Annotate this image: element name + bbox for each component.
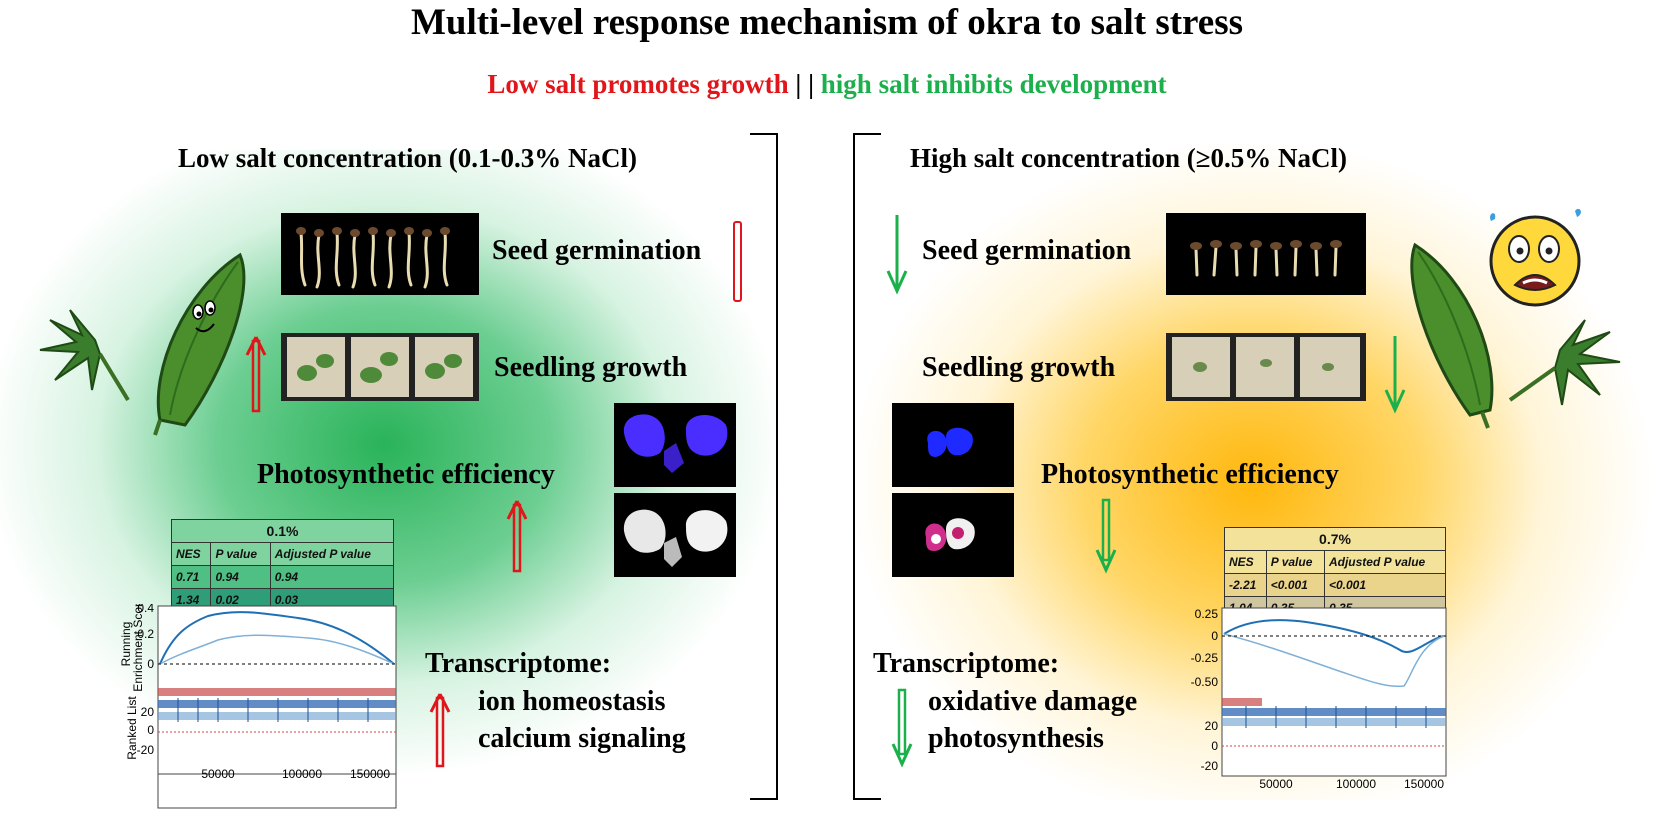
high-salt-heading: High salt concentration (≥0.5% NaCl) — [910, 143, 1348, 173]
seedling-decrease-arrow-icon — [1384, 336, 1406, 414]
gsea-plot-low: 0.4 0.2 0 20 0 -20 Running Enrichment Sc… — [119, 604, 397, 809]
x-tick-label: 50000 — [201, 767, 235, 781]
y-tick-label: 0.4 — [137, 604, 154, 615]
low-salt-heading: Low salt concentration (0.1-0.3% NaCl) — [178, 143, 637, 173]
transcriptome-increase-arrow-icon — [429, 693, 451, 768]
gsea-cell: -2.21 — [1224, 573, 1267, 597]
gsea-cell: <0.001 — [1323, 573, 1447, 597]
ranked-tick-label: 20 — [1205, 719, 1219, 733]
gsea-cell: <0.001 — [1265, 573, 1325, 597]
figure-subtitle: Low salt promotes growth | | high salt i… — [0, 66, 1654, 102]
gsea-col-nes: NES — [170, 542, 212, 566]
x-tick-label: 100000 — [1336, 777, 1376, 791]
ranked-tick-label: 0 — [147, 723, 154, 737]
gsea-col-p: P value — [1265, 550, 1325, 574]
seed-germination-label-low: Seed germination — [492, 235, 702, 266]
ranked-tick-label: -20 — [1201, 759, 1219, 773]
gsea-plot-high: 0.25 0 -0.25 -0.50 20 0 -20 50000 100000… — [1191, 607, 1447, 791]
figure-title: Multi-level response mechanism of okra t… — [410, 2, 1244, 43]
ranked-tick-label: 0 — [1211, 739, 1218, 753]
seedling-growth-photo-high — [1166, 333, 1366, 401]
y-tick-label: 0.25 — [1195, 607, 1219, 621]
chlorophyll-fluorescence-blue-low — [614, 403, 736, 487]
ranked-tick-label: 20 — [141, 705, 155, 719]
seedling-growth-label-low: Seedling growth — [494, 352, 688, 383]
photosynthetic-efficiency-label-high: Photosynthetic efficiency — [1041, 459, 1339, 490]
seed-germination-label-high: Seed germination — [922, 235, 1132, 266]
chlorophyll-fluorescence-white-low — [614, 493, 736, 577]
seedling-growth-label-high: Seedling growth — [922, 352, 1116, 383]
chlorophyll-fluorescence-pink-high — [892, 493, 1014, 577]
gsea-ylabel-ranked: Ranked List — [125, 696, 139, 760]
gsea-header-low: 0.1% — [171, 519, 394, 543]
calcium-signaling-label: calcium signaling — [478, 723, 686, 754]
subtitle-low-salt: Low salt promotes growth — [487, 69, 789, 99]
gsea-col-p: P value — [210, 542, 271, 566]
y-tick-label: -0.25 — [1191, 651, 1219, 665]
gsea-cell: 0.94 — [210, 565, 271, 589]
seedling-growth-photo-low — [281, 333, 479, 401]
y-tick-label: 0 — [147, 657, 154, 671]
left-bracket — [750, 133, 778, 800]
gsea-col-nes: NES — [1224, 550, 1267, 574]
ion-homeostasis-label: ion homeostasis — [478, 686, 666, 717]
subtitle-separator: | | — [788, 69, 821, 99]
gsea-cell: 0.94 — [269, 565, 395, 589]
seed-germination-decrease-arrow-icon — [886, 215, 908, 295]
gsea-ylabel-running: Running — [119, 622, 133, 667]
photosynthetic-efficiency-label-low: Photosynthetic efficiency — [257, 459, 555, 490]
subtitle-high-salt: high salt inhibits development — [820, 69, 1167, 99]
ranked-tick-label: -20 — [137, 743, 155, 757]
gsea-ylabel-enrichment: Enrichment Score — [131, 604, 145, 692]
seed-germination-photo-high — [1166, 213, 1366, 295]
photosynthesis-decrease-arrow-icon — [1095, 498, 1117, 574]
photosynthesis-increase-arrow-icon — [506, 500, 528, 573]
chlorophyll-fluorescence-blue-high — [892, 403, 1014, 487]
transcriptome-decrease-arrow-icon — [891, 688, 913, 768]
x-tick-label: 150000 — [1404, 777, 1444, 791]
y-tick-label: 0.2 — [137, 627, 154, 641]
y-tick-label: 0 — [1211, 629, 1218, 643]
transcriptome-label-low: Transcriptome: — [425, 648, 612, 679]
x-tick-label: 50000 — [1259, 777, 1293, 791]
gsea-col-adjp: Adjusted P value — [1323, 550, 1447, 574]
gsea-header-high: 0.7% — [1224, 527, 1446, 551]
sad-okra-icon — [1410, 242, 1621, 429]
x-tick-label: 150000 — [350, 767, 390, 781]
transcriptome-label-high: Transcriptome: — [873, 648, 1060, 679]
oxidative-damage-label: oxidative damage — [928, 686, 1138, 717]
y-tick-label: -0.50 — [1191, 675, 1219, 689]
seed-germination-photo-low — [281, 213, 479, 295]
gsea-cell: 0.71 — [170, 565, 212, 589]
scared-face-emoji-icon — [1489, 208, 1581, 307]
photosynthesis-label: photosynthesis — [928, 723, 1104, 754]
seed-germination-increase-marker — [733, 221, 742, 302]
x-tick-label: 100000 — [282, 767, 322, 781]
seedling-increase-arrow-icon — [245, 336, 267, 413]
gsea-col-adjp: Adjusted P value — [269, 542, 395, 566]
happy-okra-icon — [39, 252, 246, 436]
right-bracket — [853, 133, 881, 800]
